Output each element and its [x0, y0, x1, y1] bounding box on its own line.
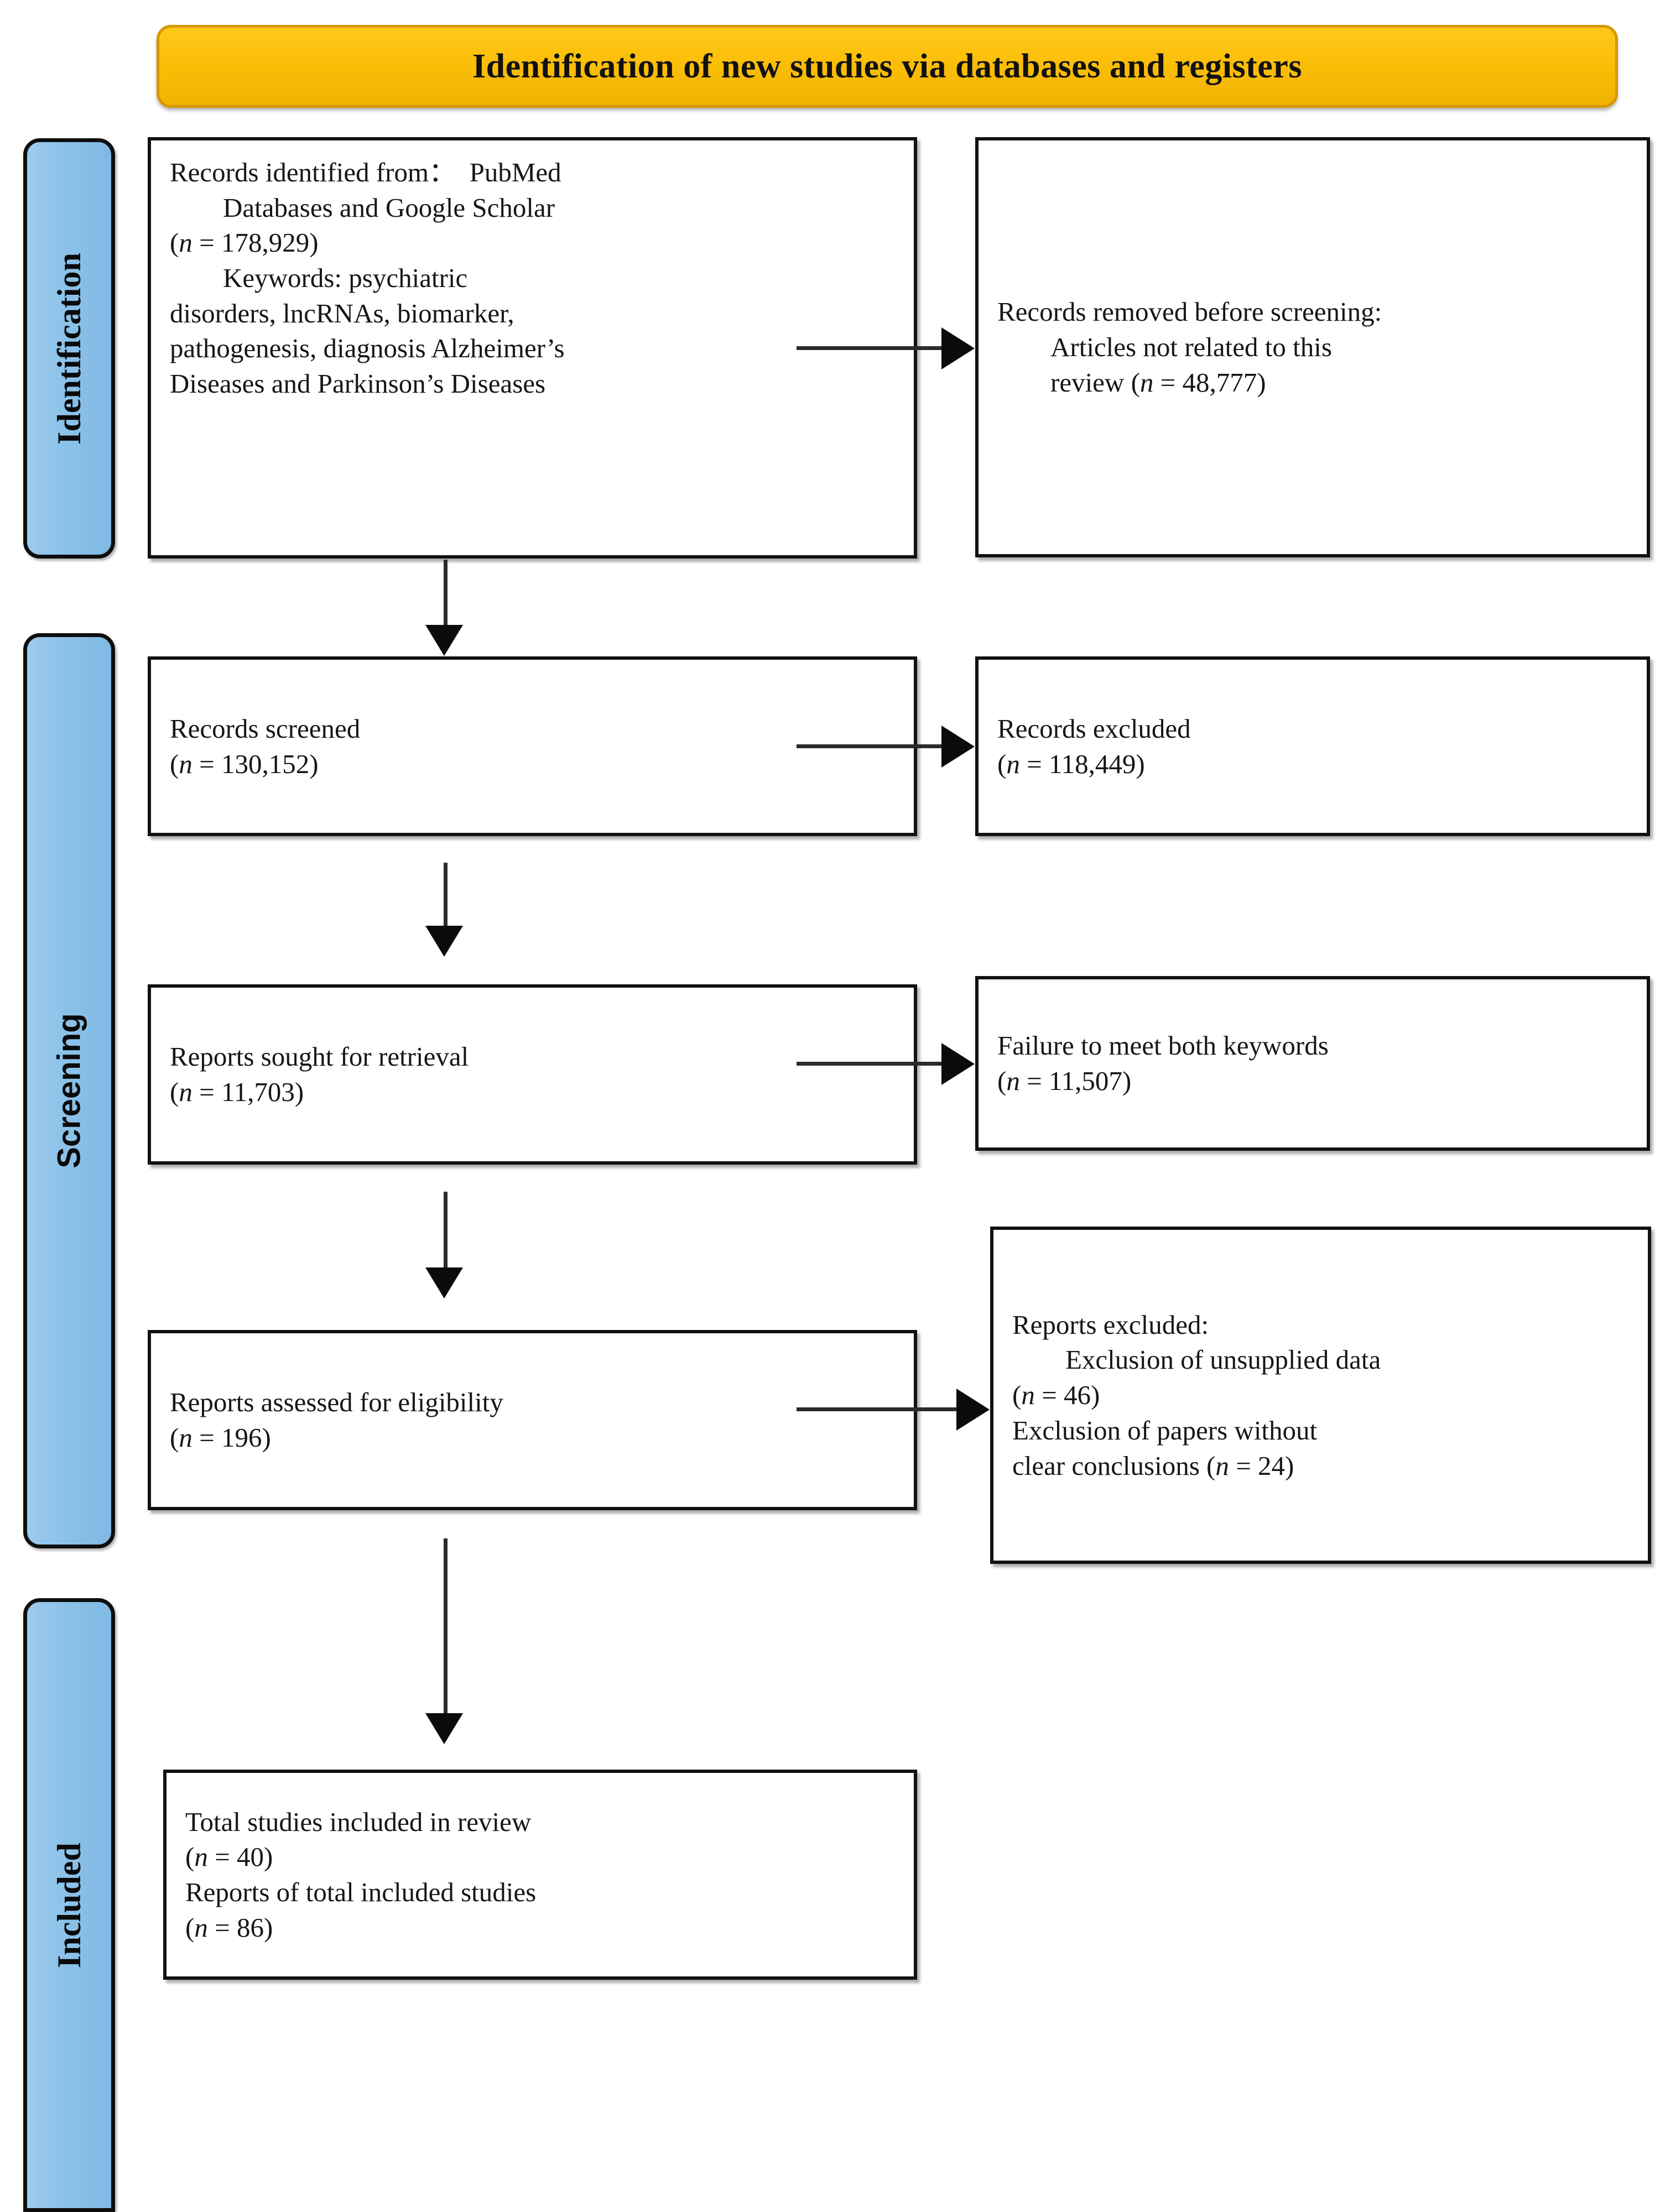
arrow-assessed-to-included-head-icon: [425, 1713, 463, 1744]
box-line: Records excluded: [997, 713, 1191, 744]
arrow-sought-to-failure-line: [797, 1062, 945, 1066]
arrow-assessed-to-included-line: [444, 1538, 447, 1715]
arrow-sought-to-assessed-head-icon: [425, 1267, 463, 1298]
box-line: Keywords: psychiatric: [223, 263, 468, 294]
arrow-identified-to-screened-line: [444, 560, 447, 627]
arrow-sought-to-failure-head-icon: [941, 1043, 975, 1085]
box-line: (n = 11,507): [997, 1066, 1132, 1096]
arrow-assessed-to-excluded-line: [797, 1407, 960, 1411]
stage-label-identification-text: Identification: [50, 252, 87, 445]
box-records-excluded: Records excluded (n = 118,449): [975, 656, 1650, 836]
box-line: Reports excluded:: [1012, 1309, 1209, 1340]
box-line: Failure to meet both keywords: [997, 1030, 1329, 1061]
arrow-identified-to-screened-head-icon: [425, 625, 463, 656]
box-line: (n = 178,929): [170, 227, 319, 258]
box-reports-excluded: Reports excluded: Exclusion of unsupplie…: [990, 1227, 1651, 1564]
box-line: (n = 46): [1012, 1380, 1100, 1411]
arrow-screened-to-sought-line: [444, 863, 447, 928]
box-line: Reports of total included studies: [185, 1877, 537, 1907]
box-records-identified: Records identified from： PubMed Database…: [148, 137, 917, 559]
box-line: pathogenesis, diagnosis Alzheimer’s: [170, 333, 565, 364]
box-line: Reports sought for retrieval: [170, 1041, 469, 1072]
box-line: disorders, lncRNAs, biomarker,: [170, 298, 514, 328]
stage-label-screening: Screening: [23, 633, 115, 1548]
box-records-removed-before-screening: Records removed before screening: Articl…: [975, 137, 1650, 557]
box-line: Databases and Google Scholar: [223, 192, 555, 223]
box-line: Diseases and Parkinson’s Diseases: [170, 368, 546, 399]
stage-label-included-text: Included: [50, 1842, 87, 1968]
box-records-screened: Records screened (n = 130,152): [148, 656, 917, 836]
arrow-sought-to-assessed-line: [444, 1192, 447, 1269]
stage-label-screening-text: Screening: [51, 1013, 87, 1168]
box-failure-to-meet-keywords: Failure to meet both keywords (n = 11,50…: [975, 976, 1650, 1151]
arrow-screened-to-excluded-head-icon: [941, 726, 975, 768]
arrow-screened-to-excluded-line: [797, 744, 945, 748]
stage-label-included: Included: [23, 1598, 115, 2212]
box-line: Exclusion of unsupplied data: [1065, 1344, 1381, 1375]
box-reports-sought-for-retrieval: Reports sought for retrieval (n = 11,703…: [148, 984, 917, 1165]
box-line: Articles not related to this: [1050, 332, 1332, 363]
arrow-identified-to-removed-line: [797, 346, 945, 350]
box-line: (n = 118,449): [997, 748, 1145, 779]
banner-title: Identification of new studies via databa…: [472, 47, 1302, 85]
box-line: Records screened: [170, 713, 361, 744]
box-line: (n = 40): [185, 1841, 273, 1872]
box-line: clear conclusions (n = 24): [1012, 1450, 1294, 1481]
box-line: (n = 196): [170, 1422, 271, 1453]
box-line: Exclusion of papers without: [1012, 1415, 1318, 1446]
box-line: review (n = 48,777): [1050, 367, 1266, 398]
arrow-assessed-to-excluded-head-icon: [956, 1389, 990, 1431]
box-line: Reports assessed for eligibility: [170, 1387, 503, 1418]
box-line: Records removed before screening:: [997, 296, 1382, 327]
box-total-studies-included: Total studies included in review (n = 40…: [163, 1770, 917, 1980]
box-line: (n = 130,152): [170, 748, 319, 779]
arrow-identified-to-removed-head-icon: [941, 327, 975, 369]
box-reports-assessed-for-eligibility: Reports assessed for eligibility (n = 19…: [148, 1330, 917, 1510]
box-line: (n = 86): [185, 1912, 273, 1943]
box-line: (n = 11,703): [170, 1077, 304, 1107]
stage-label-identification: Identification: [23, 138, 115, 559]
box-line: Records identified from： PubMed: [170, 157, 561, 187]
diagram-header-banner: Identification of new studies via databa…: [157, 25, 1618, 108]
box-line: Total studies included in review: [185, 1806, 532, 1837]
arrow-screened-to-sought-head-icon: [425, 926, 463, 957]
